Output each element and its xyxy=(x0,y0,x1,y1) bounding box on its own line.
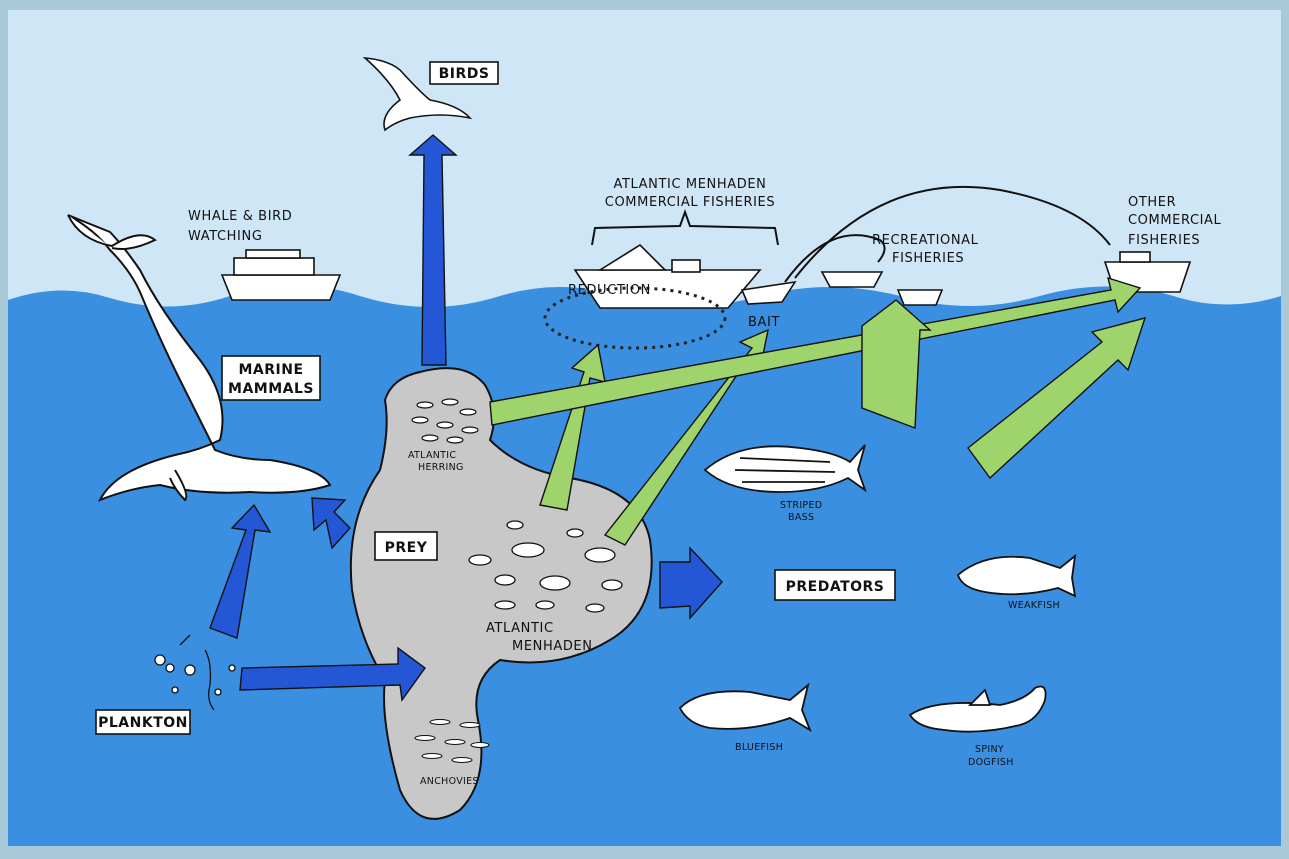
plankton-icon xyxy=(154,634,236,711)
marine-mammals-label-1: MARINE xyxy=(238,362,303,378)
curved-arrows xyxy=(784,186,1111,283)
anchovy-school xyxy=(414,718,490,764)
reduction-ship xyxy=(573,243,762,309)
spiny-dogfish-icon xyxy=(908,685,1047,733)
weakfish-label: WEAKFISH xyxy=(1008,600,1060,611)
herring-label-1: ATLANTIC xyxy=(408,450,456,461)
bait-boat xyxy=(740,280,797,305)
recreational-boats xyxy=(820,271,944,306)
dogfish-label-2: DOGFISH xyxy=(968,757,1014,768)
predators-label: PREDATORS xyxy=(786,579,885,595)
whale-watching-label-1: WHALE & BIRD xyxy=(188,209,292,224)
arrow-herring-to-fisheries xyxy=(489,276,1142,426)
whale-watching-boat xyxy=(220,249,342,301)
menhaden-fisheries-label-2: COMMERCIAL FISHERIES xyxy=(605,195,775,210)
marine-mammals-label-2: MAMMALS xyxy=(228,381,314,397)
whale-watching-label-2: WATCHING xyxy=(188,229,263,244)
bird-icon xyxy=(362,56,473,132)
fisheries-brace xyxy=(591,209,779,246)
birds-label: BIRDS xyxy=(439,66,490,82)
plankton-label: PLANKTON xyxy=(98,715,188,731)
prey-label-box xyxy=(374,531,438,561)
bluefish-icon xyxy=(678,682,812,733)
prey-area xyxy=(349,367,653,820)
recreational-label-2: FISHERIES xyxy=(892,251,964,266)
dogfish-label-1: SPINY xyxy=(975,744,1004,755)
anchovies-label: ANCHOVIES xyxy=(420,776,479,787)
other-label-2: COMMERCIAL xyxy=(1128,213,1222,228)
arrow-to-other-commercial xyxy=(967,316,1147,480)
arrow-prey-to-birds xyxy=(408,134,458,366)
predators-label-box xyxy=(774,569,896,601)
arrow-plankton-to-whale xyxy=(209,503,272,639)
menhaden-fisheries-label-1: ATLANTIC MENHADEN xyxy=(614,177,767,192)
purse-seine-net xyxy=(543,286,727,350)
striped-bass-label-2: BASS xyxy=(788,512,814,523)
striped-bass-icon xyxy=(703,444,867,493)
arrow-prey-to-whale xyxy=(311,497,351,550)
menhaden-school xyxy=(468,520,623,613)
recreational-label-1: RECREATIONAL xyxy=(872,233,979,248)
bluefish-label: BLUEFISH xyxy=(735,742,783,753)
blue-arrows xyxy=(209,134,723,702)
reduction-label: REDUCTION xyxy=(568,283,651,298)
other-label-3: FISHERIES xyxy=(1128,233,1200,248)
menhaden-label-2: MENHADEN xyxy=(512,639,593,654)
menhaden-label-1: ATLANTIC xyxy=(486,621,554,636)
birds-label-box xyxy=(429,61,499,85)
arrow-to-recreational xyxy=(861,299,932,429)
plankton-label-box xyxy=(95,709,191,735)
marine-label-box xyxy=(221,355,321,401)
bait-label: BAIT xyxy=(748,315,780,330)
whale-icon xyxy=(67,214,332,502)
striped-bass-label-1: STRIPED xyxy=(780,500,822,511)
green-arrows xyxy=(489,276,1147,546)
herring-label-2: HERRING xyxy=(418,462,464,473)
arrow-menhaden-to-reduction xyxy=(539,343,606,511)
prey-label: PREY xyxy=(385,540,428,556)
weakfish-icon xyxy=(956,553,1077,598)
arrow-prey-to-predators xyxy=(659,546,723,620)
arrow-menhaden-to-bait xyxy=(603,328,769,546)
herring-school xyxy=(411,398,479,444)
other-label-1: OTHER xyxy=(1128,195,1176,210)
arrow-plankton-to-prey xyxy=(239,646,426,702)
